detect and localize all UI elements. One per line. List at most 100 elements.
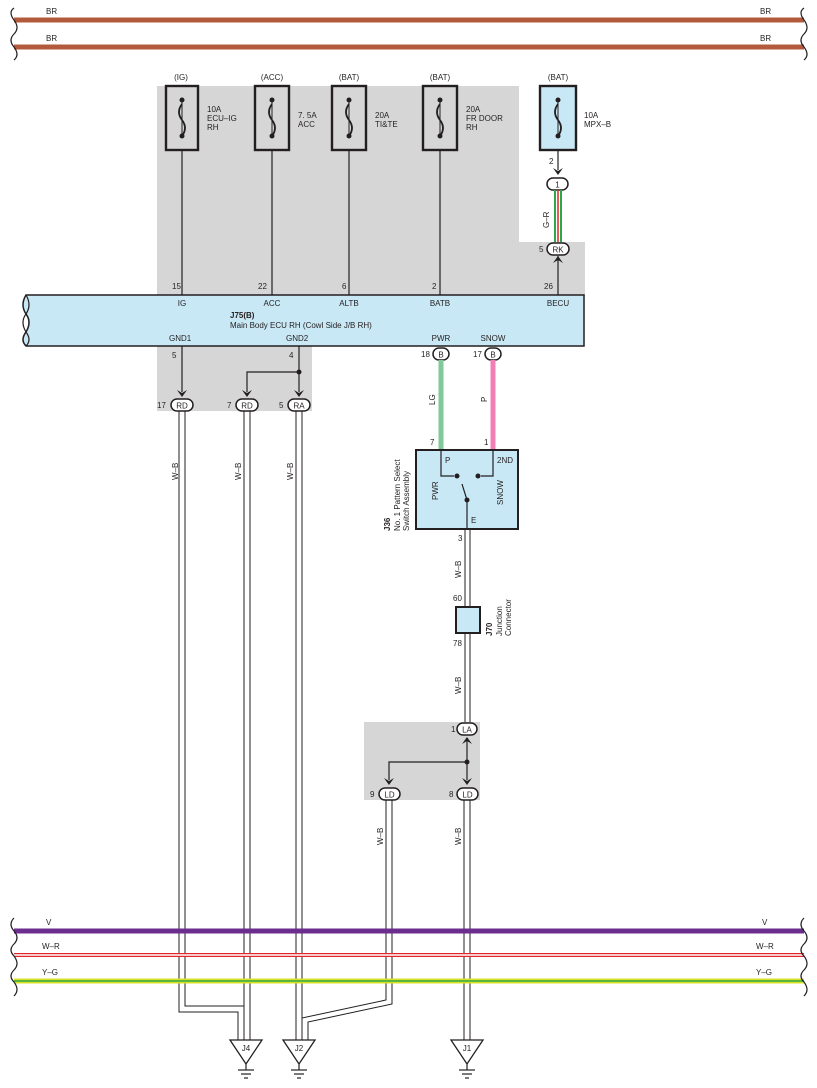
wire-wb-label: W–B	[376, 828, 385, 845]
rd2-pin: 7	[227, 401, 232, 410]
la-ld-splice: 1 LA 9 LD 8 LD	[370, 722, 479, 801]
fuse-source: (BAT)	[430, 73, 451, 82]
ground-wires-left	[178, 411, 303, 1040]
fuse-source: (BAT)	[339, 73, 360, 82]
ecu-pin-num-acc: 22	[258, 282, 267, 291]
ld2-connector: LD	[462, 791, 472, 800]
ecu-pin-label-altb: ALTB	[339, 299, 358, 308]
ecu-pin-label-batb: BATB	[430, 299, 450, 308]
ld-ground-wires	[301, 800, 471, 1040]
bottom-bus-yg: Y–G Y–G	[14, 968, 804, 984]
main-body-ecu: 15 22 6 2 26 IG ACC ALTB BATB BECU J75(B…	[22, 282, 585, 347]
bottom-bus-wr: W–R W–R	[14, 942, 804, 957]
bottom-bus-wr-label-right: W–R	[756, 942, 774, 951]
top-bus-2-label-right: BR	[760, 34, 771, 43]
rk-pin: 5	[539, 245, 544, 254]
bottom-bus-break-right	[800, 917, 808, 997]
switch-name-1: No. 1 Pattern Select	[393, 459, 402, 531]
bottom-bus-yg-label-left: Y–G	[42, 968, 58, 977]
mpx-b-circuit: 2 1 G–R 5 RK	[539, 150, 570, 295]
ground-label: J4	[242, 1044, 251, 1053]
fuse-rating: 10A	[207, 105, 222, 114]
fuse-name: ACC	[298, 120, 315, 129]
fuse-name-2: RH	[466, 123, 478, 132]
wire-p-label: P	[480, 397, 489, 402]
switch-name-2: Switch Assembly	[402, 471, 411, 531]
top-bus-2: BR BR	[14, 34, 804, 50]
switch-pin-e: 3	[458, 534, 463, 543]
bottom-bus-yg-label-right: Y–G	[756, 968, 772, 977]
pwr-snow-circuit: 18 B 17 B LG P 7 1	[421, 347, 502, 450]
fuse-wires	[181, 150, 441, 295]
top-bus-break-left	[10, 7, 18, 61]
ecu-pin-num-batb: 2	[432, 282, 437, 291]
ecu-name: Main Body ECU RH (Cowl Side J/B RH)	[230, 321, 372, 330]
ecu-pin-num-altb: 6	[342, 282, 347, 291]
ra-connector: RA	[293, 402, 305, 411]
fuse-rating: 20A	[466, 105, 481, 114]
switch-label-e: E	[471, 516, 476, 525]
fuse-source: (ACC)	[261, 73, 284, 82]
rd1-connector: RD	[176, 402, 188, 411]
ecu-pin-num-ig: 15	[172, 282, 181, 291]
fuse-rating: 10A	[584, 111, 599, 120]
la-connector: LA	[462, 726, 472, 735]
snow-pin: 17	[473, 350, 482, 359]
junction-block-area	[157, 86, 585, 800]
fuse-source: (IG)	[174, 73, 188, 82]
pwr-connector: B	[438, 351, 443, 360]
ld2-pin: 8	[449, 790, 454, 799]
ra-pin: 5	[279, 401, 284, 410]
top-bus-2-label-left: BR	[46, 34, 57, 43]
junction-name-1: Junction	[495, 606, 504, 636]
switch-label-2nd: 2ND	[497, 456, 513, 465]
bottom-bus-v-label-left: V	[46, 918, 52, 927]
ecu-pin-label-ig: IG	[178, 299, 186, 308]
junction-code: J70	[485, 622, 494, 636]
pattern-select-switch: P 2ND PWR SNOW E J36 No. 1 Pattern Selec…	[383, 449, 519, 543]
wire-wb-label: W–B	[286, 463, 295, 480]
ecu-code: J75(B)	[230, 311, 255, 320]
junction-ground-wire	[464, 633, 471, 722]
wire-wb-label: W–B	[454, 828, 463, 845]
bottom-bus-wr-label-left: W–R	[42, 942, 60, 951]
ground-label: J1	[463, 1044, 472, 1053]
top-bus-1-label-left: BR	[46, 7, 57, 16]
fuse-rating: 7. 5A	[298, 111, 317, 120]
ground-label: J2	[295, 1044, 304, 1053]
ground-j2: J2	[281, 1039, 317, 1079]
ecu-pin-label-acc: ACC	[264, 299, 281, 308]
pwr-pin: 18	[421, 350, 430, 359]
ground-j4: J4	[228, 1039, 264, 1079]
switch-label-p: P	[445, 456, 450, 465]
switch-pin-p: 7	[430, 438, 435, 447]
switch-label-pwr: PWR	[431, 481, 440, 500]
fuse-name-2: RH	[207, 123, 219, 132]
junction-pin-top: 60	[453, 594, 462, 603]
fuse-source: (BAT)	[548, 73, 569, 82]
switch-pin-2nd: 1	[484, 438, 489, 447]
rk-connector: RK	[552, 246, 564, 255]
wire-gr-label: G–R	[542, 211, 551, 228]
switch-code: J36	[383, 517, 392, 531]
ld1-connector: LD	[384, 791, 394, 800]
wire-wb-label: W–B	[171, 463, 180, 480]
mpx-pin: 2	[549, 157, 554, 166]
rd1-pin: 17	[157, 401, 166, 410]
top-bus-break-right	[800, 7, 808, 61]
snow-connector: B	[490, 351, 495, 360]
ecu-pin-num-gnd2: 4	[289, 351, 294, 360]
la-pin: 1	[451, 725, 456, 734]
ecu-pin-label-gnd2: GND2	[286, 334, 309, 343]
bottom-bus-v-label-right: V	[762, 918, 768, 927]
bottom-bus-v: V V	[14, 918, 804, 934]
ecu-pin-label-gnd1: GND1	[169, 334, 192, 343]
ecu-pin-num-becu: 26	[544, 282, 553, 291]
top-bus-1: BR BR	[14, 7, 804, 23]
fuse-name: TI&TE	[375, 120, 398, 129]
junction-connector-j70: 60 78 J70 Junction Connector	[453, 594, 513, 648]
wire-wb-label: W–B	[234, 463, 243, 480]
ecu-pin-label-becu: BECU	[547, 299, 569, 308]
fuse-name: FR DOOR	[466, 114, 503, 123]
